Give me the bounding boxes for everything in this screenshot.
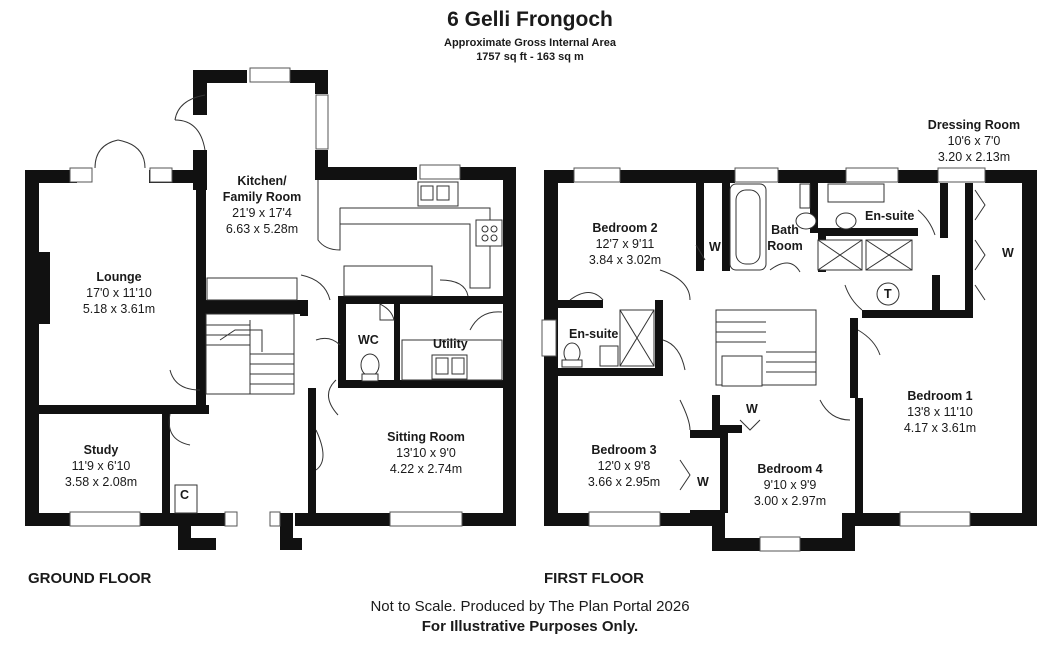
room-bathroom: Bath Room: [762, 222, 808, 254]
room-bedroom4-metric: 3.00 x 2.97m: [753, 494, 827, 508]
kitchen-units: [206, 180, 503, 381]
plan-title: 6 Gelli Frongoch: [447, 8, 613, 31]
ground-doors: [94, 94, 503, 514]
room-bedroom1-name: Bedroom 1: [907, 389, 973, 403]
room-dressing-metric: 3.20 x 2.13m: [937, 150, 1011, 164]
footer-disclaimer: Not to Scale. Produced by The Plan Porta…: [370, 598, 690, 615]
room-bedroom4-name: Bedroom 4: [757, 462, 823, 476]
room-bedroom3-size: 12'0 x 9'8: [597, 459, 651, 473]
tank-label: T: [884, 287, 892, 301]
ground-floor-windows: [69, 67, 463, 527]
room-cupboard-name: C: [180, 488, 190, 502]
room-sitting-metric: 4.22 x 2.74m: [389, 462, 463, 476]
room-lounge-metric: 5.18 x 3.61m: [82, 302, 156, 316]
room-study-metric: 3.58 x 2.08m: [64, 475, 138, 489]
room-ensuite-main-name: En-suite: [865, 209, 915, 223]
first-floor-windows: [541, 167, 986, 552]
wardrobe-label-bedroom3: W: [697, 475, 709, 489]
first-doors: [569, 189, 986, 491]
room-lounge-name: Lounge: [96, 270, 142, 284]
wc-fixtures: [360, 303, 395, 382]
room-bedroom4-size: 9'10 x 9'9: [763, 478, 817, 492]
footer-notice: For Illustrative Purposes Only.: [421, 618, 639, 635]
room-study-name: Study: [83, 443, 119, 457]
room-wc-name: WC: [358, 333, 379, 347]
first-stairs: [715, 309, 817, 387]
wardrobe-label-bedroom4: W: [746, 402, 758, 416]
bathroom-fixtures: [561, 183, 913, 368]
room-dressing-size: 10'6 x 7'0: [947, 134, 1001, 148]
room-sitting-size: 13'10 x 9'0: [396, 446, 456, 460]
room-bathroom-name-1: Bath: [771, 223, 799, 237]
room-bedroom1-metric: 4.17 x 3.61m: [903, 421, 977, 435]
room-bathroom-name-2: Room: [767, 239, 803, 253]
room-bedroom3-metric: 3.66 x 2.95m: [587, 475, 661, 489]
room-bedroom3: Bedroom 3 12'0 x 9'8 3.66 x 2.95m: [570, 442, 678, 490]
room-bedroom3-name: Bedroom 3: [591, 443, 657, 457]
room-sitting: Sitting Room 13'10 x 9'0 4.22 x 2.74m: [366, 429, 486, 477]
room-lounge-size: 17'0 x 11'10: [86, 286, 152, 300]
room-bedroom2-size: 12'7 x 9'11: [595, 237, 655, 251]
plan-subtitle: Approximate Gross Internal Area: [444, 37, 616, 49]
room-kitchen-size: 21'9 x 17'4: [232, 206, 292, 220]
room-kitchen-name-1: Kitchen/: [237, 174, 287, 188]
room-lounge: Lounge 17'0 x 11'10 5.18 x 3.61m: [60, 269, 178, 317]
room-bedroom2: Bedroom 2 12'7 x 9'11 3.84 x 3.02m: [560, 220, 690, 268]
wardrobe-label-bedroom2: W: [709, 240, 721, 254]
room-kitchen: Kitchen/ Family Room 21'9 x 17'4 6.63 x …: [208, 173, 316, 237]
room-bedroom2-metric: 3.84 x 3.02m: [588, 253, 662, 267]
plan-area: 1757 sq ft - 163 sq m: [476, 51, 584, 63]
room-kitchen-name-2: Family Room: [222, 190, 302, 204]
wardrobe-label-dressing: W: [1002, 246, 1014, 260]
ground-floor-label: GROUND FLOOR: [28, 570, 152, 587]
room-bedroom2-name: Bedroom 2: [592, 221, 658, 235]
room-kitchen-metric: 6.63 x 5.28m: [225, 222, 299, 236]
ground-stairs: [205, 313, 295, 395]
room-dressing: Dressing Room 10'6 x 7'0 3.20 x 2.13m: [915, 117, 1033, 165]
room-utility-name: Utility: [433, 337, 468, 351]
room-ensuite-bed2-name: En-suite: [569, 327, 619, 341]
room-sitting-name: Sitting Room: [387, 430, 465, 444]
room-bedroom1-size: 13'8 x 11'10: [907, 405, 973, 419]
ground-floor-walls: [25, 70, 516, 550]
room-bedroom4: Bedroom 4 9'10 x 9'9 3.00 x 2.97m: [734, 461, 846, 509]
room-dressing-name: Dressing Room: [927, 118, 1021, 132]
room-bedroom1: Bedroom 1 13'8 x 11'10 4.17 x 3.61m: [880, 388, 1000, 436]
room-study: Study 11'9 x 6'10 3.58 x 2.08m: [45, 442, 157, 490]
first-floor-label: FIRST FLOOR: [544, 570, 644, 587]
room-study-size: 11'9 x 6'10: [71, 459, 131, 473]
